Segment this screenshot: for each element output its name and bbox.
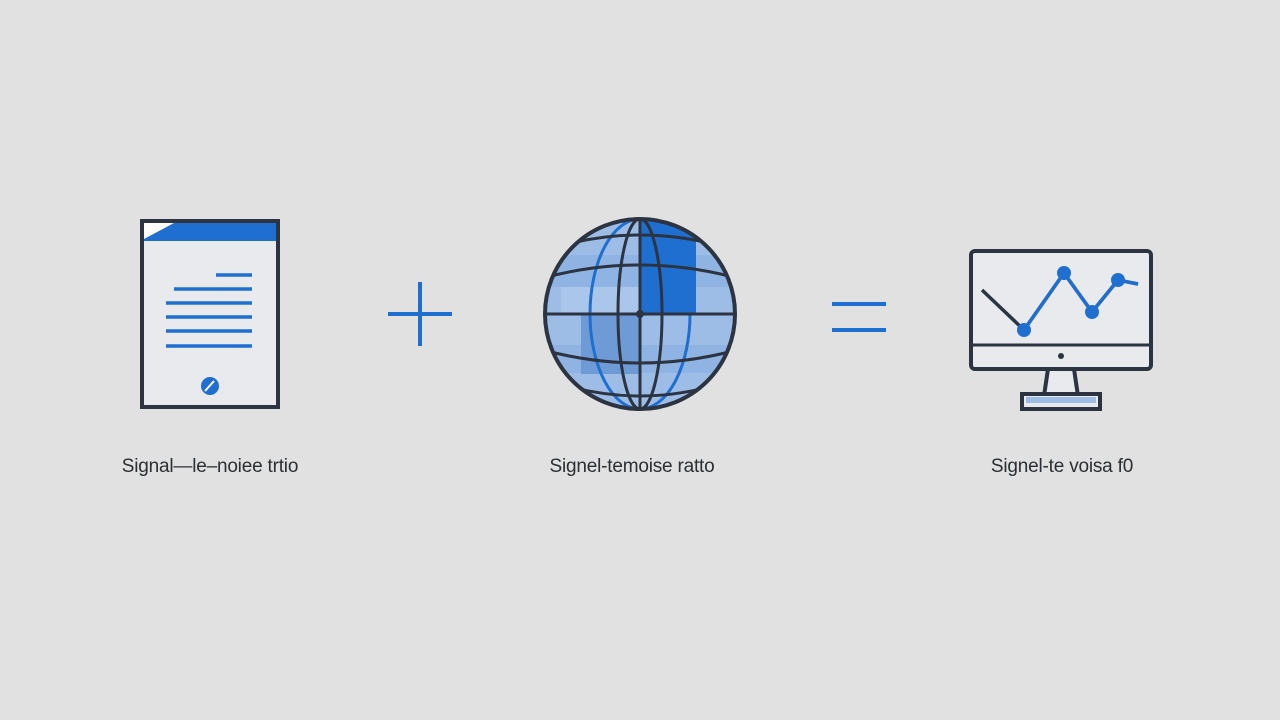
equals-icon xyxy=(832,302,886,332)
label-monitor: Signel-te voisa f0 xyxy=(990,456,1134,477)
label-document: Signal—le–noiee trtio xyxy=(121,456,299,477)
plus-icon xyxy=(388,282,452,346)
document-icon xyxy=(140,219,280,409)
monitor-chart-icon xyxy=(969,249,1153,411)
globe-icon xyxy=(543,217,737,411)
label-globe: Signel-temoise ratto xyxy=(549,456,715,477)
